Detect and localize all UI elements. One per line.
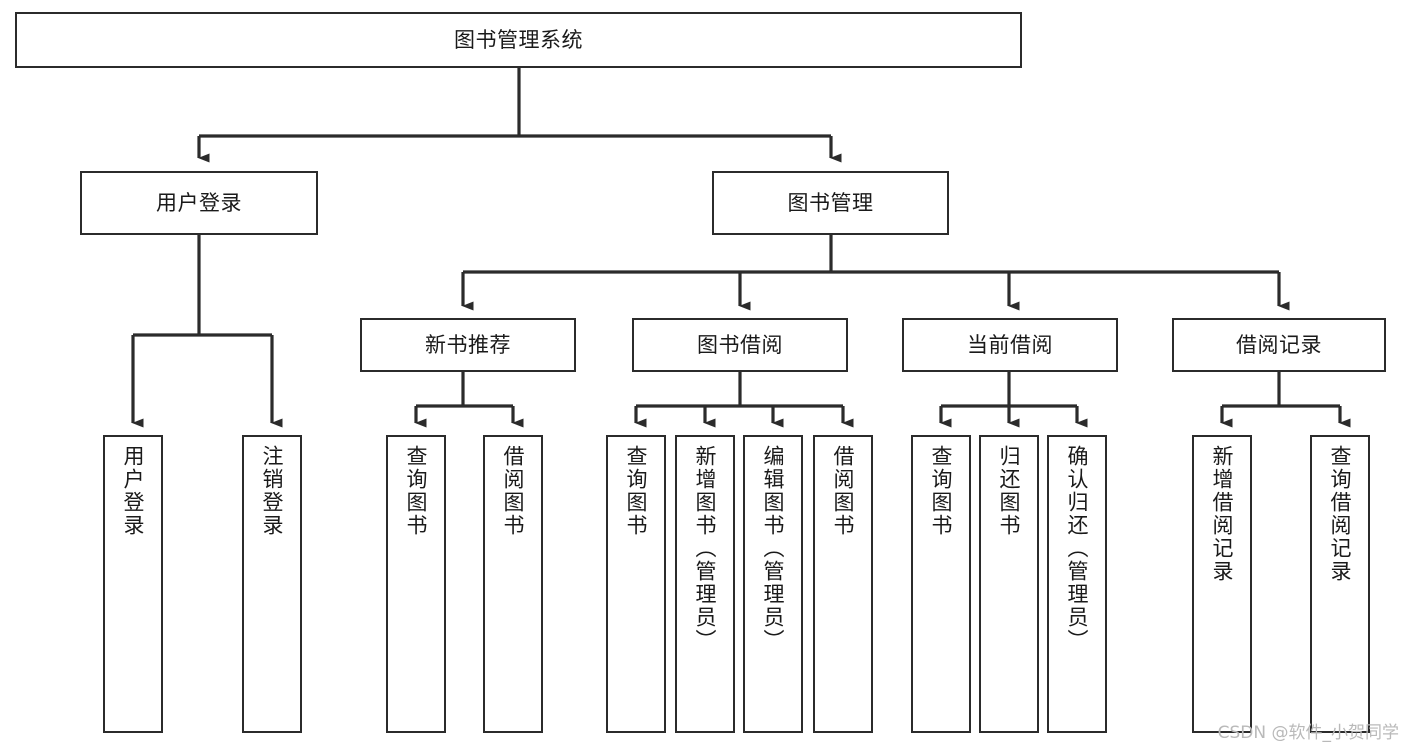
leaf-book-borrow-add-book-admin[interactable]: 新增图书（管理员）: [675, 435, 735, 733]
node-label: 归还图书: [997, 445, 1022, 537]
leaf-current-borrow-return-books[interactable]: 归还图书: [979, 435, 1039, 733]
node-label: 用户登录: [121, 445, 146, 537]
node-label: 查询图书: [929, 445, 954, 537]
leaf-current-borrow-confirm-return-admin[interactable]: 确认归还（管理员）: [1047, 435, 1107, 733]
node-label: 编辑图书（管理员）: [761, 445, 786, 652]
node-label: 注销登录: [260, 445, 285, 537]
leaf-borrow-record-add-record[interactable]: 新增借阅记录: [1192, 435, 1252, 733]
leaf-book-borrow-query-books[interactable]: 查询图书: [606, 435, 666, 733]
node-label: 查询图书: [624, 445, 649, 537]
node-book-management[interactable]: 图书管理: [712, 171, 949, 235]
node-label: 借阅图书: [501, 445, 526, 537]
node-label: 借阅记录: [1236, 332, 1322, 357]
node-label: 图书管理: [787, 190, 874, 215]
leaf-current-borrow-query-books[interactable]: 查询图书: [911, 435, 971, 733]
node-label: 新增借阅记录: [1210, 445, 1235, 583]
node-label: 图书借阅: [697, 332, 783, 357]
node-user-login[interactable]: 用户登录: [80, 171, 318, 235]
leaf-book-borrow-edit-book-admin[interactable]: 编辑图书（管理员）: [743, 435, 803, 733]
leaf-user-login-logout[interactable]: 注销登录: [242, 435, 302, 733]
node-label: 图书管理系统: [454, 27, 583, 52]
node-root-book-management-system[interactable]: 图书管理系统: [15, 12, 1022, 68]
leaf-book-borrow-borrow-books[interactable]: 借阅图书: [813, 435, 873, 733]
leaf-borrow-record-query-record[interactable]: 查询借阅记录: [1310, 435, 1370, 733]
leaf-new-book-query-books[interactable]: 查询图书: [386, 435, 446, 733]
node-borrow-record[interactable]: 借阅记录: [1172, 318, 1386, 372]
node-label: 借阅图书: [831, 445, 856, 537]
node-label: 新增图书（管理员）: [693, 445, 718, 652]
node-label: 确认归还（管理员）: [1065, 445, 1090, 652]
node-label: 新书推荐: [425, 332, 511, 357]
node-label: 查询借阅记录: [1328, 445, 1353, 583]
node-label: 查询图书: [404, 445, 429, 537]
node-book-borrow[interactable]: 图书借阅: [632, 318, 848, 372]
node-label: 用户登录: [156, 190, 242, 215]
leaf-user-login-login[interactable]: 用户登录: [103, 435, 163, 733]
node-label: 当前借阅: [967, 332, 1053, 357]
node-new-book-recommend[interactable]: 新书推荐: [360, 318, 576, 372]
leaf-new-book-borrow-books[interactable]: 借阅图书: [483, 435, 543, 733]
node-current-borrow[interactable]: 当前借阅: [902, 318, 1118, 372]
